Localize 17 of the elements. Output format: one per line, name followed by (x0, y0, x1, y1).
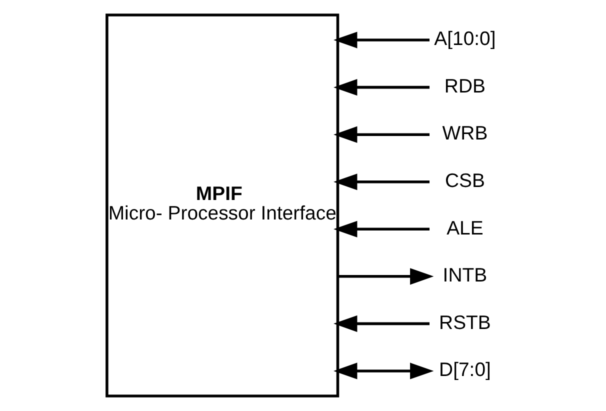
arrow (334, 79, 430, 96)
arrow (334, 315, 430, 332)
arrow (334, 32, 430, 48)
node-text: CSB (444, 170, 485, 192)
node-text: A[10:0] (434, 28, 496, 50)
arrow (334, 362, 434, 380)
node-box: MPIF Micro- Processor Interface (106, 14, 340, 398)
arrow (334, 220, 430, 238)
node-text: RSTB (439, 312, 491, 334)
arrow (334, 174, 430, 190)
arrow (338, 268, 434, 285)
node-text: ALE (446, 217, 484, 240)
node-text: RDB (444, 75, 486, 98)
arrow (334, 126, 430, 143)
node-text: INTB (442, 264, 488, 287)
node-text: D[7:0] (439, 359, 491, 382)
node-text: WRB (442, 122, 488, 145)
